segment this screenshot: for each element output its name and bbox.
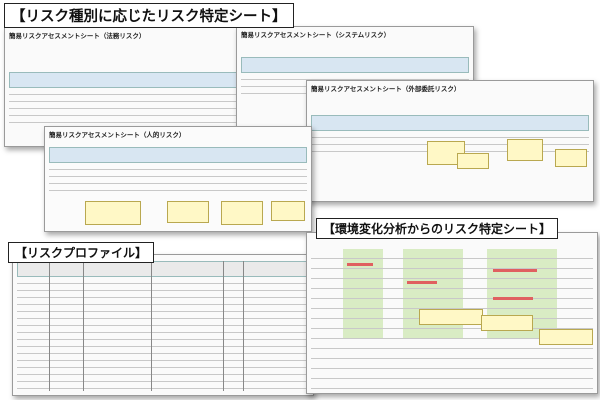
note-box bbox=[481, 315, 533, 331]
system-header-row bbox=[241, 57, 469, 73]
table-row bbox=[311, 339, 593, 349]
profile-grid bbox=[17, 261, 309, 395]
table-row bbox=[17, 312, 309, 319]
environment-analysis-sheet bbox=[306, 232, 598, 394]
red-entry bbox=[493, 269, 537, 272]
red-entry bbox=[347, 263, 373, 266]
table-row bbox=[9, 95, 237, 102]
table-row bbox=[311, 259, 593, 269]
table-row bbox=[9, 109, 237, 116]
table-row bbox=[9, 116, 237, 123]
table-row bbox=[17, 284, 309, 291]
note-box bbox=[539, 329, 593, 345]
table-row bbox=[17, 354, 309, 361]
table-row bbox=[311, 289, 593, 299]
external-header-row bbox=[311, 115, 589, 131]
table-row bbox=[17, 382, 309, 389]
personnel-sheet-title: 簡易リスクアセスメントシート（人的リスク） bbox=[49, 131, 186, 139]
table-row bbox=[9, 88, 237, 95]
table-row bbox=[311, 279, 593, 289]
table-row bbox=[311, 369, 593, 379]
risk-profile-sheet bbox=[12, 254, 314, 396]
table-row bbox=[17, 389, 309, 395]
external-risk-sheet: 簡易リスクアセスメントシート（外部委託リスク） bbox=[306, 80, 594, 202]
note-box bbox=[507, 139, 543, 161]
table-row bbox=[9, 102, 237, 109]
environment-analysis-label: 【環境変化分析からのリスク特定シート】 bbox=[316, 218, 559, 239]
note-box bbox=[419, 309, 483, 325]
legal-sheet-sub bbox=[5, 42, 241, 46]
column-divider bbox=[151, 261, 152, 391]
red-entry bbox=[407, 281, 437, 284]
table-row bbox=[17, 361, 309, 368]
note-box bbox=[457, 153, 489, 169]
personnel-grid bbox=[49, 147, 307, 191]
table-row bbox=[311, 299, 593, 309]
table-row bbox=[311, 359, 593, 369]
column-divider bbox=[83, 261, 84, 391]
table-row bbox=[311, 349, 593, 359]
column-divider bbox=[223, 261, 224, 391]
table-row bbox=[17, 375, 309, 382]
table-row bbox=[17, 368, 309, 375]
note-box bbox=[271, 201, 305, 221]
table-row bbox=[17, 326, 309, 333]
table-row bbox=[311, 269, 593, 279]
table-row bbox=[17, 319, 309, 326]
table-row bbox=[49, 170, 307, 177]
table-row bbox=[311, 329, 593, 339]
table-row bbox=[241, 73, 469, 80]
system-sheet-title: 簡易リスクアセスメントシート（システムリスク） bbox=[241, 31, 391, 39]
table-row bbox=[49, 177, 307, 184]
legal-grid bbox=[9, 72, 237, 123]
personnel-header-row bbox=[49, 147, 307, 163]
table-row bbox=[311, 249, 593, 259]
risk-type-sheet-label: 【リスク種別に応じたリスク特定シート】 bbox=[4, 3, 294, 28]
table-row bbox=[17, 347, 309, 354]
risk-profile-label: 【リスクプロファイル】 bbox=[8, 242, 155, 263]
table-row bbox=[17, 340, 309, 347]
table-row bbox=[17, 305, 309, 312]
note-box bbox=[167, 201, 209, 223]
note-box bbox=[555, 149, 587, 167]
table-row bbox=[311, 131, 589, 138]
note-box bbox=[221, 201, 263, 225]
table-row bbox=[17, 277, 309, 284]
legal-sheet-title: 簡易リスクアセスメントシート（法務リスク） bbox=[9, 32, 146, 40]
note-box bbox=[85, 201, 141, 225]
legal-header-row bbox=[9, 72, 237, 88]
table-row bbox=[49, 184, 307, 191]
table-row bbox=[311, 319, 593, 329]
column-divider bbox=[243, 261, 244, 391]
table-row bbox=[17, 291, 309, 298]
table-row bbox=[17, 298, 309, 305]
red-entry bbox=[493, 297, 533, 300]
table-row bbox=[311, 379, 593, 389]
column-divider bbox=[49, 261, 50, 391]
external-sheet-title: 簡易リスクアセスメントシート（外部委託リスク） bbox=[311, 85, 461, 93]
table-row bbox=[49, 163, 307, 170]
table-row bbox=[17, 333, 309, 340]
profile-header-row bbox=[17, 261, 309, 277]
personnel-risk-sheet: 簡易リスクアセスメントシート（人的リスク） bbox=[44, 126, 312, 232]
